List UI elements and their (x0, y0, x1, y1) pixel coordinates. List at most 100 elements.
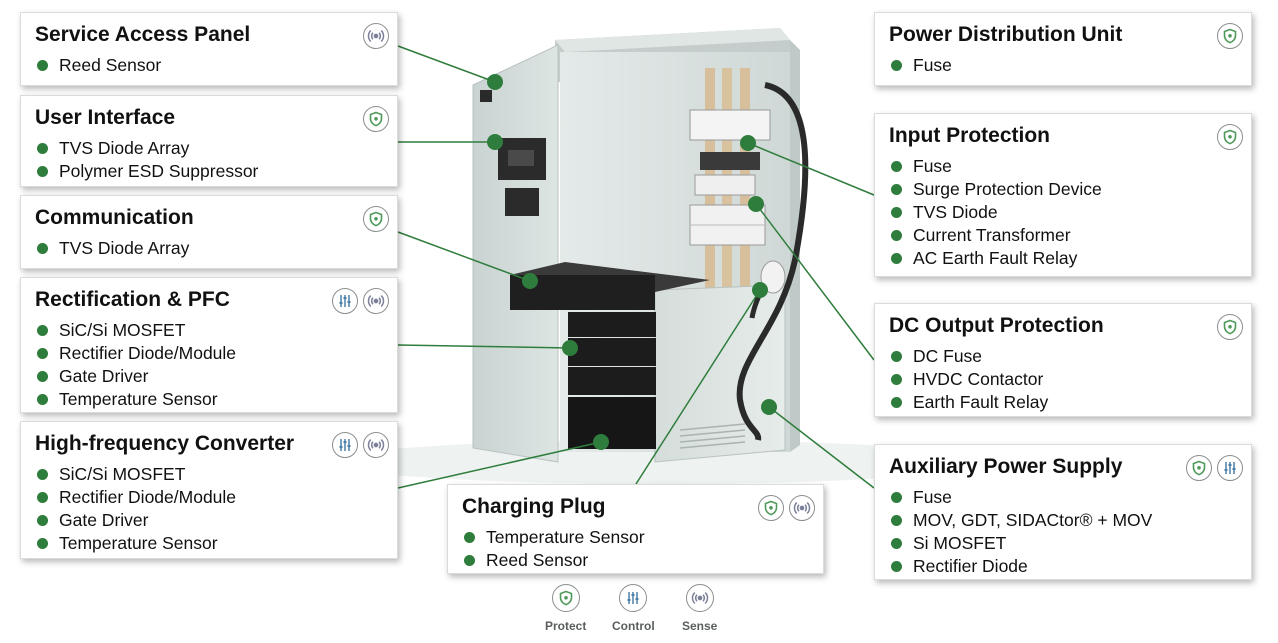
charging-plug (760, 260, 786, 294)
component-item: Fuse (889, 486, 1152, 509)
card-icons (363, 106, 389, 132)
component-item: SiC/Si MOSFET (35, 319, 236, 342)
component-item: DC Fuse (889, 345, 1048, 368)
busbar (722, 68, 732, 438)
component-item: TVS Diode (889, 201, 1102, 224)
power-module (568, 338, 656, 366)
sense-icon (789, 495, 815, 521)
card-title: Input Protection (889, 124, 1050, 147)
sense-icon (363, 432, 389, 458)
power-module (568, 397, 656, 449)
card-icons (1217, 314, 1243, 340)
component-list: Fuse (889, 54, 952, 77)
component-item: Fuse (889, 155, 1102, 178)
component-item: SiC/Si MOSFET (35, 463, 236, 486)
component-item: Si MOSFET (889, 532, 1152, 555)
component-item: HVDC Contactor (889, 368, 1048, 391)
component-item: Reed Sensor (462, 549, 645, 572)
card-title: Communication (35, 206, 194, 229)
card-icons (1186, 455, 1243, 481)
protect-icon (363, 106, 389, 132)
card-icons (363, 23, 389, 49)
busbar (740, 68, 750, 438)
card-title: Rectification & PFC (35, 288, 230, 311)
component-item: Reed Sensor (35, 54, 161, 77)
card-title: Service Access Panel (35, 23, 251, 46)
sense-icon (363, 288, 389, 314)
card-title: Charging Plug (462, 495, 606, 518)
component-item: TVS Diode Array (35, 237, 189, 260)
legend-protect: Protect (545, 584, 586, 633)
component-item: Rectifier Diode/Module (35, 486, 236, 509)
anchor-dots (487, 74, 777, 450)
control-icon (332, 432, 358, 458)
protect-icon (1217, 124, 1243, 150)
protect-icon (1217, 314, 1243, 340)
legend-label-sense: Sense (682, 619, 718, 633)
component-item: Temperature Sensor (35, 532, 236, 555)
power-module (568, 312, 656, 337)
component-item: TVS Diode Array (35, 137, 258, 160)
card-icons (332, 288, 389, 314)
legend-control: Control (612, 584, 655, 633)
control-icon (1217, 455, 1243, 481)
relay-row (700, 152, 760, 170)
protect-icon (363, 206, 389, 232)
component-item: Gate Driver (35, 365, 236, 388)
contactor-row (694, 174, 756, 196)
card-icons (332, 432, 389, 458)
card-title: User Interface (35, 106, 176, 129)
card-icons (758, 495, 815, 521)
component-item: AC Earth Fault Relay (889, 247, 1102, 270)
charging-cable (736, 82, 809, 441)
busbar (705, 68, 715, 438)
control-icon (332, 288, 358, 314)
component-list: Reed Sensor (35, 54, 161, 77)
legend-label-control: Control (612, 619, 655, 633)
component-item: Surge Protection Device (889, 178, 1102, 201)
component-item: Gate Driver (35, 509, 236, 532)
protect-icon (551, 584, 580, 612)
leader-lines (397, 45, 875, 489)
card-icons (1217, 23, 1243, 49)
component-item: Earth Fault Relay (889, 391, 1048, 414)
protect-icon (758, 495, 784, 521)
card-icons (1217, 124, 1243, 150)
component-item: Rectifier Diode (889, 555, 1152, 578)
protect-icon (1217, 23, 1243, 49)
cabinet-door (472, 44, 559, 463)
card-reader (505, 188, 539, 216)
card-title: Power Distribution Unit (889, 23, 1123, 46)
card-title: DC Output Protection (889, 314, 1104, 337)
sense-icon (685, 584, 714, 612)
sense-icon (363, 23, 389, 49)
card-title: Auxiliary Power Supply (889, 455, 1123, 478)
component-item: Temperature Sensor (35, 388, 236, 411)
component-item: Current Transformer (889, 224, 1102, 247)
component-item: Polymer ESD Suppressor (35, 160, 258, 183)
breaker-row (689, 109, 771, 141)
protect-icon (1186, 455, 1212, 481)
card-title: High-frequency Converter (35, 432, 295, 455)
component-item: Rectifier Diode/Module (35, 342, 236, 365)
lower-panel (654, 284, 786, 463)
door-latch (480, 90, 492, 102)
control-icon (619, 584, 648, 612)
